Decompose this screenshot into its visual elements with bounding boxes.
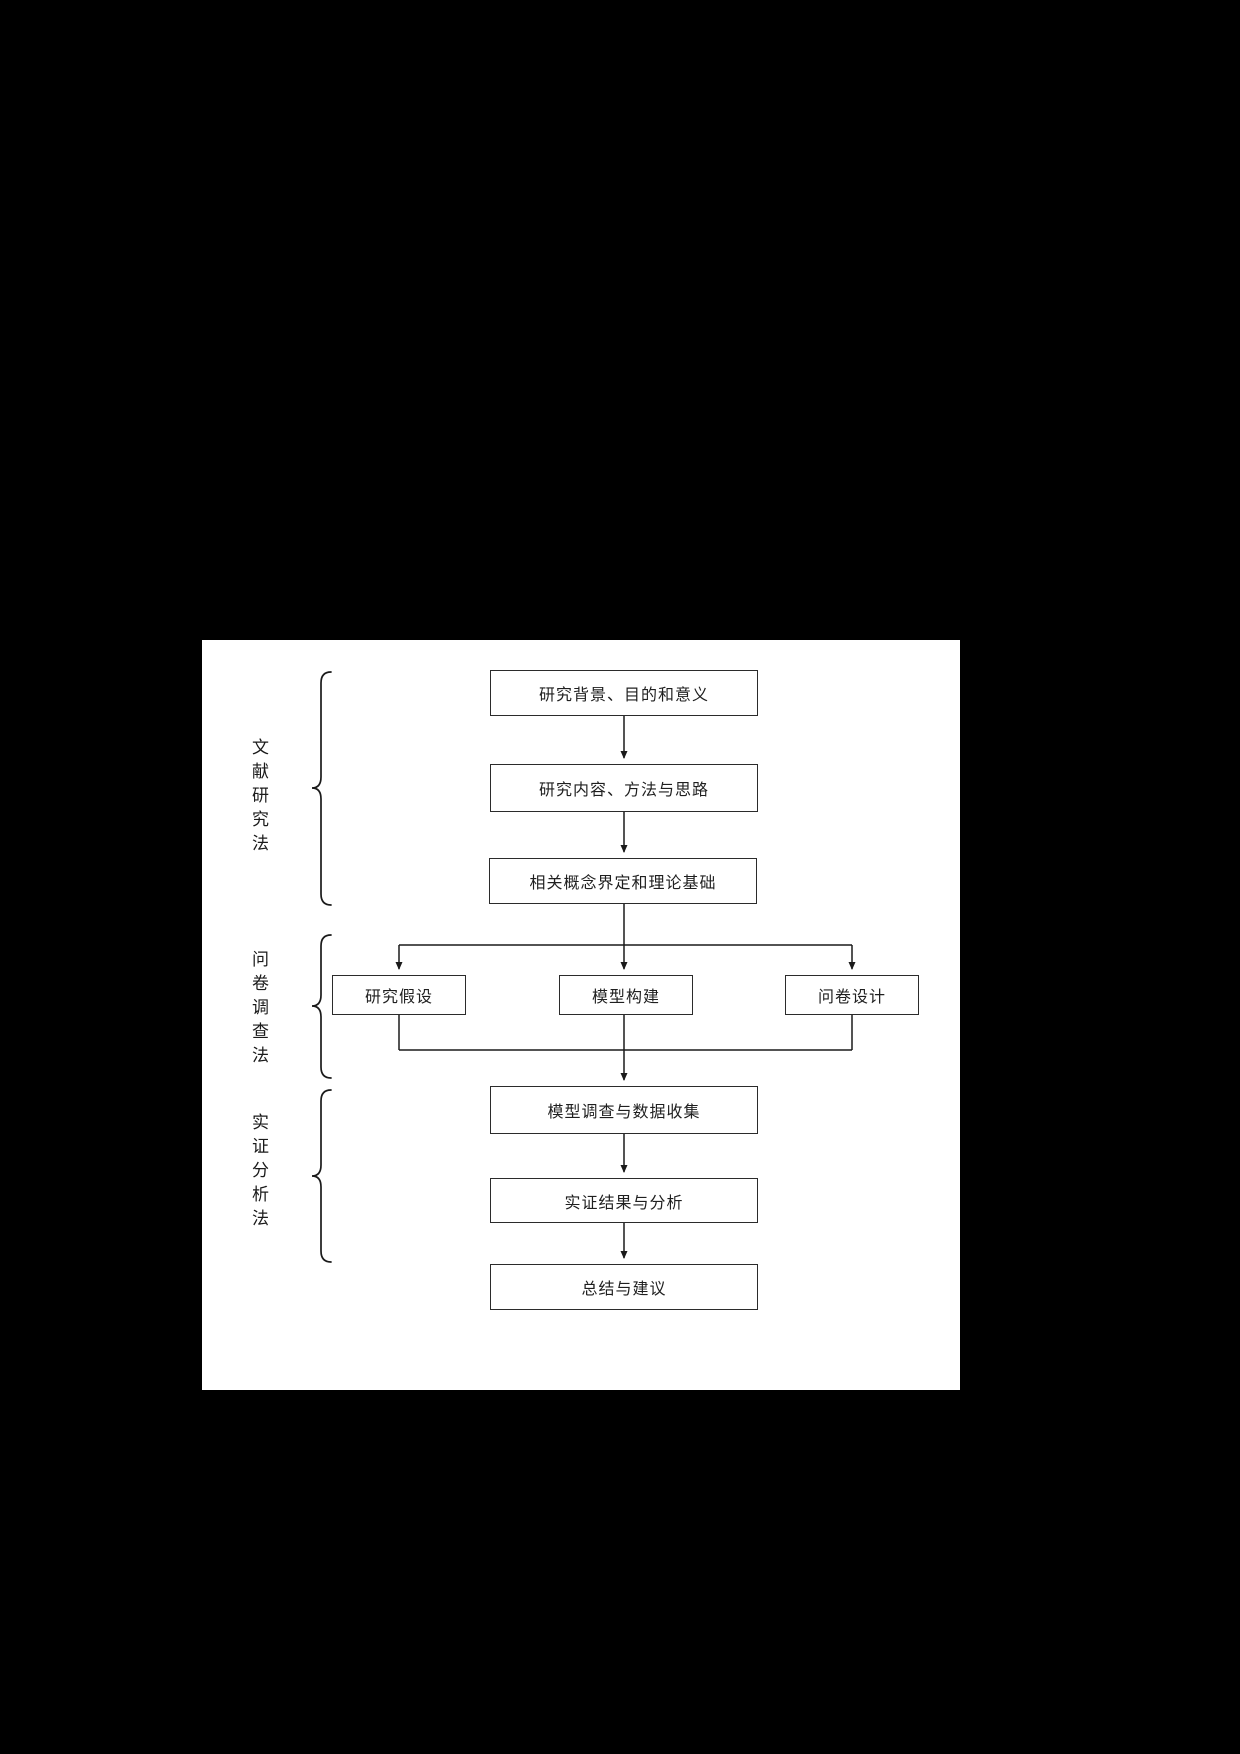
group-label-questionnaire-method: 问卷调查法 <box>249 950 268 1070</box>
node-survey-data-collection: 模型调查与数据收集 <box>490 1086 758 1134</box>
node-research-background: 研究背景、目的和意义 <box>490 670 758 716</box>
node-summary-suggestions: 总结与建议 <box>490 1264 758 1310</box>
node-questionnaire-design: 问卷设计 <box>785 975 919 1015</box>
node-research-content: 研究内容、方法与思路 <box>490 764 758 812</box>
brace-literature-method <box>311 671 332 906</box>
arrow-lines <box>395 716 856 1259</box>
brace-questionnaire-method <box>311 934 332 1079</box>
group-label-empirical-method: 实证分析法 <box>249 1113 268 1233</box>
node-empirical-results: 实证结果与分析 <box>490 1178 758 1223</box>
node-concepts-theory: 相关概念界定和理论基础 <box>489 858 757 904</box>
flowchart-connectors <box>311 671 856 1263</box>
flowchart-panel: 文献研究法 问卷调查法 实证分析法 研究背景、目的和意义 研究内容、方法与思路 … <box>202 640 960 1390</box>
group-label-literature-method: 文献研究法 <box>249 738 268 858</box>
node-model-construction: 模型构建 <box>559 975 693 1015</box>
brace-empirical-method <box>311 1089 332 1263</box>
node-research-hypothesis: 研究假设 <box>332 975 466 1015</box>
